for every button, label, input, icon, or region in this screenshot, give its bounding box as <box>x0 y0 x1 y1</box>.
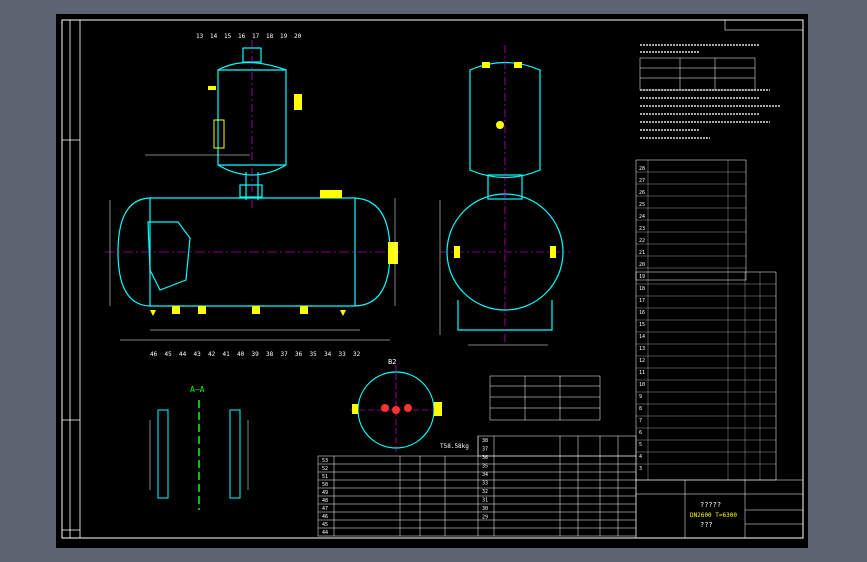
section-aa-view <box>149 400 249 510</box>
parts-row-number-right: 14 <box>639 334 645 340</box>
callout-number-bottom: 43 <box>194 351 202 358</box>
parts-row-number: 30 <box>482 506 488 512</box>
section-aa-label: A—A <box>190 385 205 394</box>
callout-number-bottom: 41 <box>223 351 231 358</box>
parts-row-number-right: 9 <box>639 394 642 400</box>
parts-row-number-right: 28 <box>639 166 645 172</box>
callout-number-top: 16 <box>238 33 246 40</box>
detail-b2-view <box>350 365 442 455</box>
side-view-centerlines <box>440 45 570 345</box>
horizontal-vessel-dimensions <box>109 154 396 341</box>
binding-strip <box>62 20 81 538</box>
side-view-dimensions <box>439 200 548 346</box>
parts-row-number: 32 <box>482 489 488 495</box>
parts-row-number: 53 <box>322 458 328 464</box>
parts-row-number-right: 23 <box>639 226 645 232</box>
parts-row-number: 45 <box>322 522 328 528</box>
parts-row-number-right: 3 <box>639 466 642 472</box>
horizontal-vessel-nozzles <box>172 190 398 314</box>
callout-number-top: 18 <box>266 33 274 40</box>
parts-row-number: 51 <box>322 474 328 480</box>
callout-number-bottom: 37 <box>281 351 289 358</box>
parts-row-number-right: 6 <box>639 430 642 436</box>
detail-b2-label: B2 <box>388 358 396 366</box>
callout-number-top: 14 <box>210 33 218 40</box>
callout-number-bottom: 38 <box>266 351 274 358</box>
top-callout-group: 13 14 15 16 17 18 19 20 <box>196 33 302 40</box>
parts-row-number-right: 18 <box>639 286 645 292</box>
parts-row-number: 47 <box>322 506 328 512</box>
parts-row-number: 29 <box>482 515 488 521</box>
technical-notes-lines <box>640 44 780 139</box>
side-view-nozzles <box>454 62 556 258</box>
parts-list-rows-right <box>636 160 776 480</box>
parts-row-number: 33 <box>482 481 488 487</box>
section-arrows <box>150 310 346 316</box>
callout-number-top: 13 <box>196 33 204 40</box>
callout-number-bottom: 39 <box>252 351 260 358</box>
callout-number-bottom: 45 <box>165 351 173 358</box>
title-line-3: ??? <box>700 521 713 529</box>
title-line-1: ????? <box>700 501 721 509</box>
callout-number-bottom: 32 <box>353 351 361 358</box>
parts-row-number-right: 22 <box>639 238 645 244</box>
title-line-2: DN2600 T=6300 <box>690 512 737 519</box>
callout-number-bottom: 42 <box>208 351 216 358</box>
parts-row-number: 46 <box>322 514 328 520</box>
callout-number-top: 17 <box>252 33 260 40</box>
parts-row-number-right: 10 <box>639 382 645 388</box>
parts-row-number-right: 25 <box>639 202 645 208</box>
parts-row-number-right: 7 <box>639 418 642 424</box>
parts-row-number: 37 <box>482 447 488 453</box>
parts-row-number: 38 <box>482 438 488 444</box>
callout-number-bottom: 40 <box>237 351 245 358</box>
callout-number-bottom: 33 <box>339 351 347 358</box>
bottom-table-item-numbers: 5352515049484746454438373635343332313029… <box>322 166 645 536</box>
sheet-frame <box>61 19 804 539</box>
bottom-callout-group: 46 45 44 43 42 41 40 39 38 37 36 35 34 33 32 <box>150 351 361 358</box>
parts-row-number: 36 <box>482 455 488 461</box>
weight-table <box>489 375 601 421</box>
parts-row-number-right: 4 <box>639 454 642 460</box>
callout-number-bottom: 34 <box>324 351 332 358</box>
parts-row-number: 49 <box>322 490 328 496</box>
callout-number-bottom: 44 <box>179 351 187 358</box>
parts-row-number-right: 15 <box>639 322 645 328</box>
callout-number-top: 15 <box>224 33 232 40</box>
parts-row-number: 50 <box>322 482 328 488</box>
parts-row-number: 52 <box>322 466 328 472</box>
parts-row-number-right: 20 <box>639 262 645 268</box>
parts-row-number: 34 <box>482 472 488 478</box>
callout-number-bottom: 35 <box>310 351 318 358</box>
parts-row-number-right: 12 <box>639 358 645 364</box>
technical-notes-table <box>639 57 756 91</box>
parts-row-number-right: 11 <box>639 370 645 376</box>
parts-row-number: 35 <box>482 464 488 470</box>
title-block <box>635 479 804 539</box>
parts-row-number: 48 <box>322 498 328 504</box>
parts-row-number-right: 5 <box>639 442 642 448</box>
parts-row-number-right: 21 <box>639 250 645 256</box>
parts-row-number-right: 24 <box>639 214 645 220</box>
parts-row-number: 31 <box>482 498 488 504</box>
weight-note: T58.58kg <box>440 443 469 450</box>
parts-row-number-right: 19 <box>639 274 645 280</box>
top-right-cells <box>724 19 804 31</box>
parts-row-number-right: 17 <box>639 298 645 304</box>
parts-row-number-right: 26 <box>639 190 645 196</box>
parts-row-number-right: 13 <box>639 346 645 352</box>
callout-number-bottom: 36 <box>295 351 303 358</box>
callout-number-top: 20 <box>294 33 302 40</box>
parts-row-number-right: 8 <box>639 406 642 412</box>
upper-vessel-nozzles <box>208 86 302 149</box>
callout-number-top: 19 <box>280 33 288 40</box>
parts-row-number-right: 27 <box>639 178 645 184</box>
parts-row-number-right: 16 <box>639 310 645 316</box>
drawing-sheet <box>56 14 808 548</box>
parts-row-number: 44 <box>322 530 328 536</box>
callout-number-bottom: 46 <box>150 351 158 358</box>
